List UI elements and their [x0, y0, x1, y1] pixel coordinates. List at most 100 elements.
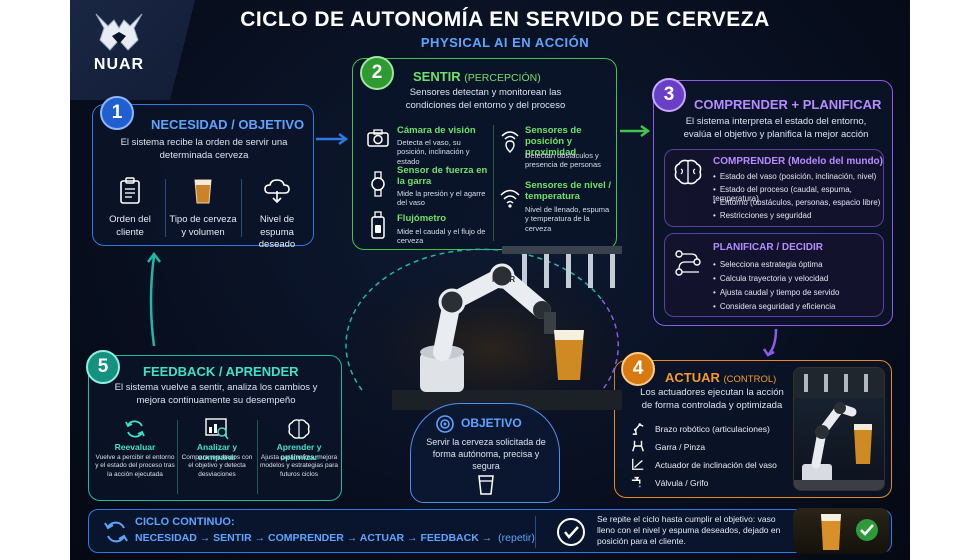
divider	[493, 125, 494, 241]
robot-photo	[793, 367, 885, 491]
sensor-desc: Detecta el vaso, su posición, inclinació…	[397, 138, 470, 166]
step1-item-label: Orden del cliente	[109, 214, 151, 238]
actuator-label: Brazo robótico (articulaciones)	[655, 424, 770, 434]
sensor-desc: Detectan obstáculos y presencia de perso…	[525, 151, 601, 170]
feedback-item-aprender	[259, 418, 339, 445]
step3-description: El sistema interpreta el estado del ento…	[683, 116, 869, 140]
sensor-title: Sensores de nivel / temperatura	[525, 180, 612, 202]
sensor-desc: Nivel de llenado, espuma y temperatura d…	[525, 205, 610, 233]
beer-glass-icon	[194, 179, 212, 204]
bullet-item: Restricciones y seguridad	[713, 211, 812, 220]
feedback-desc: Ajusta parámetros, mejora modelos y estr…	[259, 454, 339, 478]
brain-icon	[288, 419, 310, 439]
analysis-icon	[205, 418, 229, 440]
arrow-2-to-3	[620, 124, 651, 138]
feedback-title: Aprender y optimizar	[276, 442, 322, 462]
comprender-box: COMPRENDER (Modelo del mundo) Estado del…	[664, 149, 884, 227]
sensor-title: Sensor de fuerza en la garra	[397, 165, 488, 187]
actuator-label: Actuador de inclinación del vaso	[655, 460, 777, 470]
tilt-icon	[632, 458, 644, 470]
step5-description: El sistema vuelve a sentir, analiza los …	[114, 382, 318, 406]
cycle-steps: NECESIDAD → SENTIR → COMPRENDER → ACTUAR…	[135, 532, 535, 544]
bullet-item: Entorno (obstáculos, personas, espacio l…	[713, 198, 881, 207]
clipboard-icon	[120, 177, 140, 204]
step2-badge: 2	[360, 56, 394, 90]
divider	[241, 179, 242, 237]
beer-glass-icon	[478, 475, 494, 495]
planificar-box: PLANIFICAR / DECIDIR Selecciona estrateg…	[664, 233, 884, 317]
step5-badge: 5	[86, 350, 120, 384]
bullet-item: Ajusta caudal y tiempo de servido	[713, 288, 840, 297]
completion-text: Se repite el ciclo hasta cumplir el obje…	[597, 514, 781, 547]
step1-item-order: Orden del cliente	[99, 177, 161, 239]
comprender-title: COMPRENDER (Modelo del mundo)	[713, 156, 883, 167]
robot-bartender-image: NUAR	[342, 246, 642, 430]
robot-arm-image	[794, 368, 884, 490]
step1-item-label: Tipo de cerveza y volumen	[169, 214, 237, 238]
step2-description: Sensores detectan y monitorean las condi…	[405, 87, 566, 111]
actuator-label: Garra / Pinza	[655, 442, 706, 452]
flowmeter-icon	[371, 211, 385, 239]
divider	[177, 420, 178, 494]
step2-panel: SENTIR (PERCEPCIÓN) Sensores detectan y …	[352, 58, 617, 250]
divider	[165, 179, 166, 237]
infographic-canvas: NUAR CICLO DE AUTONOMÍA EN SERVIDO DE CE…	[70, 0, 910, 560]
planificar-title: PLANIFICAR / DECIDIR	[713, 242, 823, 253]
step2-title-paren: (PERCEPCIÓN)	[464, 72, 541, 84]
served-beer-photo	[793, 508, 889, 554]
sensor-title: Sensores de posición y proximidad	[525, 125, 582, 158]
brain-icon	[674, 159, 702, 185]
logo-text: NUAR	[93, 56, 145, 73]
cycle-icon	[104, 521, 128, 543]
robot-scene: NUAR	[332, 240, 642, 430]
sensor-desc: Mide el caudal y el flujo de cerveza	[397, 227, 486, 246]
bullet-item: Calcula trayectoria y velocidad	[713, 274, 829, 283]
cycle-steps-text: NECESIDAD → SENTIR → COMPRENDER → ACTUAR…	[135, 532, 493, 544]
step4-description: Los actuadores ejecutan la acción de for…	[640, 387, 784, 411]
step4-title-main: ACTUAR	[665, 370, 720, 385]
logo: NUAR	[84, 10, 154, 80]
robot-arm-icon	[632, 423, 644, 435]
step3-title: COMPRENDER + PLANIFICAR	[694, 97, 882, 112]
bullet-item: Estado del vaso (posición, inclinación, …	[713, 172, 877, 181]
feedback-desc: Compara resultados con el objetivo y det…	[181, 454, 253, 478]
step2-title: SENTIR (PERCEPCIÓN)	[413, 69, 541, 84]
feedback-desc: Vuelve a percibir el entorno y el estado…	[95, 454, 175, 478]
step1-title: NECESIDAD / OBJETIVO	[151, 117, 305, 132]
step4-title-paren: (CONTROL)	[723, 374, 777, 385]
route-plan-icon	[675, 250, 701, 276]
gripper-icon	[632, 440, 644, 452]
step5-panel: FEEDBACK / APRENDER El sistema vuelve a …	[88, 355, 342, 501]
sensor-title: Flujómetro	[397, 213, 447, 224]
force-sensor-icon	[371, 171, 385, 197]
wireless-level-icon	[500, 189, 520, 208]
nuar-logo-icon	[95, 13, 143, 51]
step3-panel: COMPRENDER + PLANIFICAR El sistema inter…	[653, 80, 893, 326]
step1-description: El sistema recibe la orden de servir una…	[120, 137, 288, 161]
served-beer-image	[821, 514, 878, 550]
arrow-5-to-1	[147, 251, 161, 347]
sensor-desc: Mide la presión y el agarre del vaso	[397, 189, 486, 208]
cycle-repeat: (repetir)	[498, 532, 535, 544]
step4-badge: 4	[621, 352, 655, 386]
step5-title: FEEDBACK / APRENDER	[143, 364, 299, 379]
step4-title: ACTUAR (CONTROL)	[665, 370, 776, 385]
target-icon	[436, 415, 454, 433]
foam-cloud-icon	[264, 179, 290, 204]
camera-icon	[367, 129, 389, 147]
feedback-item-reevaluar	[95, 418, 175, 496]
step1-item-label: Nivel de espuma deseado	[258, 214, 296, 251]
step1-badge: 1	[100, 96, 134, 130]
objective-box: OBJETIVO Servir la cerveza solicitada de…	[410, 403, 560, 503]
step4-panel: ACTUAR (CONTROL) Los actuadores ejecutan…	[614, 360, 892, 498]
bullet-item: Selecciona estrategia óptima	[713, 260, 823, 269]
arrow-1-to-2	[316, 132, 349, 146]
proximity-icon	[501, 131, 519, 153]
cycle-title: CICLO CONTINUO:	[135, 516, 235, 528]
bullet-item: Considera seguridad y eficiencia	[713, 302, 836, 311]
objective-description: Servir la cerveza solicitada de forma au…	[426, 437, 546, 472]
arrow-3-to-4	[762, 328, 778, 357]
step3-badge: 3	[652, 78, 686, 112]
cycle-bar: CICLO CONTINUO: NECESIDAD → SENTIR → COM…	[88, 508, 892, 554]
page-title: CICLO DE AUTONOMÍA EN SERVIDO DE CERVEZA	[240, 8, 770, 31]
